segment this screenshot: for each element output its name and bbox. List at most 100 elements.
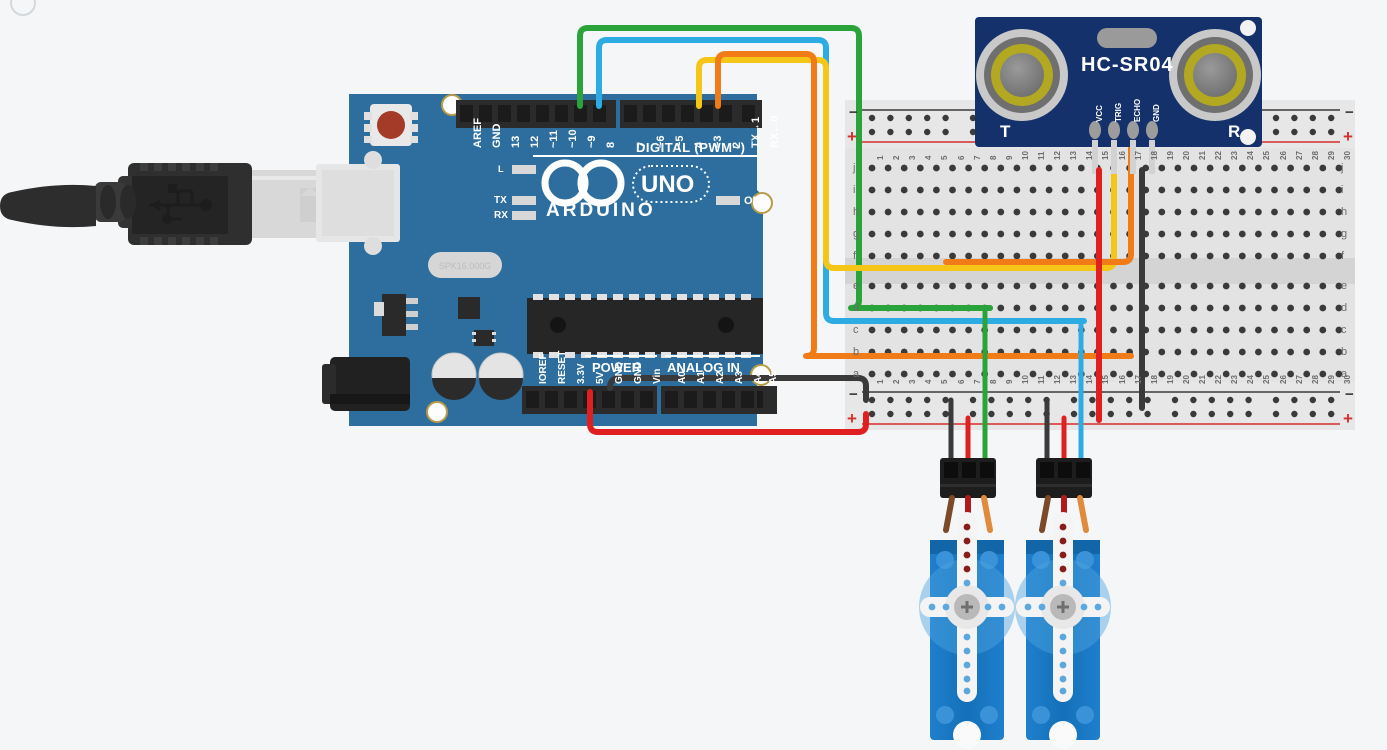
- transducer-label-t: T: [1000, 122, 1011, 141]
- rail-plus-top-left: +: [847, 127, 857, 146]
- wire-servo2-signal[interactable]: [596, 37, 1087, 324]
- breadboard-col-top-24: 24: [1246, 151, 1256, 160]
- digital-pin-label-GND[interactable]: GND: [491, 123, 503, 148]
- usb-socket: [316, 151, 400, 255]
- status-leds: [512, 165, 740, 220]
- breadboard-col-top-2: 2: [892, 155, 902, 160]
- arduino-logo: [541, 159, 625, 207]
- power-pin-label-33V[interactable]: 3.3V: [576, 363, 587, 384]
- transducer-left: [976, 29, 1068, 121]
- uno-badge: [632, 165, 710, 203]
- breadboard-col-top-17: 17: [1133, 151, 1143, 160]
- breadboard-col-top-12: 12: [1053, 151, 1063, 160]
- breadboard-row-right-i: i: [1341, 184, 1344, 196]
- breadboard-col-top-3: 3: [908, 155, 918, 160]
- mounting-hole: [751, 192, 773, 214]
- servo-1[interactable]: [919, 305, 1015, 749]
- analog-pin-label-A5[interactable]: A5: [768, 371, 779, 384]
- digital-pin-label-RX0[interactable]: RX←0: [769, 115, 781, 148]
- breadboard-row-right-j: j: [1341, 162, 1344, 174]
- breadboard-col-bottom-16: 16: [1117, 375, 1127, 384]
- digital-pin-label-13[interactable]: 13: [510, 135, 522, 148]
- breadboard-row-left-a: a: [853, 368, 860, 380]
- breadboard-col-top-5: 5: [940, 155, 950, 160]
- breadboard-row-left-j: j: [853, 162, 856, 174]
- power-pin-label-Vin[interactable]: Vin: [652, 368, 663, 384]
- breadboard-col-bottom-21: 21: [1198, 375, 1207, 384]
- breadboard-col-bottom-18: 18: [1149, 375, 1159, 384]
- rail-minus-bottom-left: −: [849, 386, 858, 403]
- digital-pin-label-TX1[interactable]: TX→1: [750, 116, 762, 148]
- atmega-microcontroller: [527, 294, 763, 358]
- digital-pin-label-12[interactable]: 12: [529, 135, 541, 148]
- breadboard-col-bottom-28: 28: [1310, 375, 1320, 384]
- svg-text:SPK16.000G: SPK16.000G: [439, 261, 492, 271]
- analog-pin-header[interactable]: [661, 386, 777, 414]
- breadboard-row-right-e: e: [1341, 280, 1348, 292]
- power-pin-label-RESET[interactable]: RESET: [557, 350, 568, 384]
- servo2-connector: [1036, 458, 1092, 498]
- breadboard-row-left-f: f: [853, 250, 857, 262]
- breadboard-col-bottom-1: 1: [876, 379, 885, 384]
- breadboard-col-bottom-29: 29: [1326, 375, 1336, 384]
- breadboard-col-bottom-9: 9: [1004, 379, 1014, 384]
- breadboard-col-bottom-27: 27: [1294, 375, 1304, 384]
- breadboard-col-top-13: 13: [1069, 151, 1079, 160]
- digital-pin-label-8[interactable]: 8: [605, 141, 617, 148]
- breadboard-col-top-21: 21: [1198, 151, 1207, 160]
- sensor-pin-label-VCC[interactable]: VCC: [1095, 105, 1104, 122]
- breadboard-row-right-a: a: [1341, 368, 1348, 380]
- sensor-pin-label-TRIG[interactable]: TRIG: [1114, 102, 1123, 122]
- breadboard-col-top-4: 4: [924, 155, 934, 160]
- reset-button[interactable]: [364, 104, 418, 146]
- analog-pin-label-A4[interactable]: A4: [753, 371, 764, 384]
- breadboard-col-top-22: 22: [1214, 151, 1224, 160]
- sensor-pins[interactable]: [1089, 121, 1158, 174]
- rail-plus-bottom-left: +: [847, 409, 857, 428]
- hc-sr04-sensor[interactable]: [975, 17, 1262, 174]
- power-led: [716, 196, 740, 205]
- breadboard-col-bottom-10: 10: [1020, 375, 1030, 384]
- breadboard-col-bottom-23: 23: [1230, 375, 1240, 384]
- rail-minus-top-left: −: [849, 104, 858, 121]
- breadboard-row-left-g: g: [853, 228, 860, 240]
- digital-pin-label-AREF[interactable]: AREF: [472, 118, 484, 148]
- digital-pin-label-9[interactable]: ~9: [586, 135, 598, 148]
- breadboard-col-bottom-8: 8: [988, 379, 998, 384]
- digital-pin-header[interactable]: [456, 100, 762, 128]
- breadboard-col-top-7: 7: [972, 155, 982, 160]
- led-label-rx: RX: [494, 210, 508, 221]
- breadboard-col-bottom-24: 24: [1246, 375, 1256, 384]
- wire-power-5v[interactable]: [587, 389, 869, 435]
- breadboard-col-top-18: 18: [1149, 151, 1159, 160]
- electrolytic-capacitors: [431, 352, 524, 400]
- digital-pin-label-10[interactable]: ~10: [567, 129, 579, 148]
- breadboard-col-top-8: 8: [988, 155, 998, 160]
- breadboard-col-top-11: 11: [1037, 151, 1046, 160]
- breadboard-col-bottom-7: 7: [972, 379, 982, 384]
- uno-wordmark: UNO: [641, 171, 695, 198]
- breadboard-col-bottom-13: 13: [1069, 375, 1079, 384]
- crystal-oscillator: SPK16.000G: [428, 252, 502, 278]
- breadboard-col-bottom-17: 17: [1133, 375, 1143, 384]
- power-pin-label-IOREF[interactable]: IOREF: [538, 353, 549, 384]
- breadboard-col-top-30: 30: [1342, 151, 1352, 160]
- breadboard-col-bottom-11: 11: [1037, 375, 1046, 384]
- sensor-pin-label-ECHO[interactable]: ECHO: [1133, 98, 1142, 122]
- breadboard-row-right-d: d: [1341, 302, 1348, 314]
- usb-icon: [150, 184, 212, 224]
- servo-2[interactable]: [1015, 318, 1111, 749]
- breadboard-col-top-26: 26: [1278, 151, 1288, 160]
- sensor-pin-label-GND[interactable]: GND: [1152, 104, 1161, 122]
- breadboard-col-top-20: 20: [1181, 151, 1191, 160]
- wire-sensor-trig[interactable]: [696, 57, 1117, 271]
- digital-pin-label-11[interactable]: ~11: [548, 129, 560, 148]
- breadboard-col-bottom-25: 25: [1262, 375, 1272, 384]
- breadboard-col-bottom-14: 14: [1085, 375, 1095, 384]
- wire-sensor-echo[interactable]: [715, 51, 1134, 359]
- analog-section-label: ANALOG IN: [667, 360, 740, 375]
- led-label-tx: TX: [494, 195, 507, 206]
- breadboard-col-bottom-3: 3: [908, 379, 918, 384]
- wire-ground[interactable]: [607, 375, 869, 403]
- servo1-connector: [940, 458, 996, 498]
